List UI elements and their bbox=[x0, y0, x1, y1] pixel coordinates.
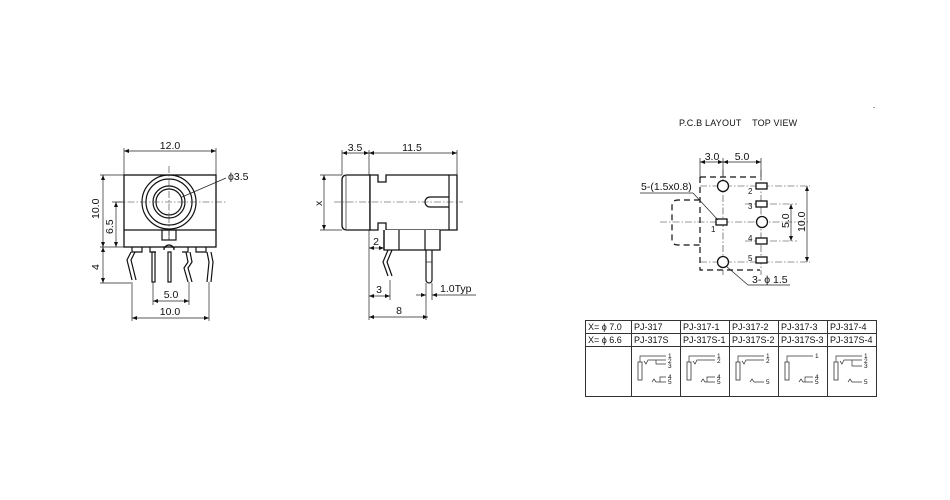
table-row: X= ϕ 6.6 PJ-317S PJ-317S-1 PJ-317S-2 PJ-… bbox=[585, 333, 877, 347]
table-model-cell: PJ-317S-1 bbox=[680, 333, 730, 347]
table-model-cell: PJ-317-4 bbox=[827, 320, 877, 334]
pcb-body-outline bbox=[699, 176, 760, 271]
front-hole-diameter-label: ϕ3.5 bbox=[228, 171, 249, 183]
pcb-layout: P.C.B LAYOUT TOP VIEW 1 2 3 4 5 bbox=[640, 118, 810, 286]
table-key-cell: X= ϕ 7.0 bbox=[585, 320, 632, 334]
pcb-pad-5 bbox=[755, 256, 768, 264]
side-pin-offset-label: 3 bbox=[376, 284, 382, 296]
table-key-cell: X= ϕ 6.6 bbox=[585, 333, 632, 347]
side-body bbox=[369, 174, 458, 231]
table-model-cell: PJ-317-2 bbox=[729, 320, 779, 334]
front-height-label: 10.0 bbox=[90, 198, 102, 219]
svg-text:5: 5 bbox=[668, 379, 672, 386]
svg-text:5: 5 bbox=[717, 379, 721, 386]
pcb-layout-title: P.C.B LAYOUT TOP VIEW bbox=[679, 118, 798, 128]
table-model-cell: PJ-317S-2 bbox=[729, 333, 779, 347]
table-model-cell: PJ-317-3 bbox=[778, 320, 828, 334]
model-table: X= ϕ 7.0 PJ-317 PJ-317-1 PJ-317-2 PJ-317… bbox=[585, 320, 877, 397]
pcb-pad-2 bbox=[755, 182, 768, 190]
table-empty-cell bbox=[585, 346, 632, 397]
table-model-cell: PJ-317S-4 bbox=[827, 333, 877, 347]
svg-text:4: 4 bbox=[815, 374, 819, 381]
pcb-hole bbox=[716, 179, 730, 193]
front-center-height-label: 6.5 bbox=[104, 219, 116, 234]
svg-text:1: 1 bbox=[864, 353, 868, 360]
switch-schematic-icon: 12 45 bbox=[686, 353, 721, 386]
table-row: X= ϕ 7.0 PJ-317 PJ-317-1 PJ-317-2 PJ-317… bbox=[585, 320, 877, 334]
pcb-pad-1 bbox=[715, 218, 728, 226]
front-width-label: 12.0 bbox=[160, 140, 181, 152]
switch-schematic-icon: 12 5 bbox=[735, 353, 770, 386]
front-pin-pitch-inner-label: 5.0 bbox=[164, 289, 179, 301]
side-nose bbox=[341, 174, 371, 231]
switch-schematic-icon: 123 45 bbox=[637, 353, 672, 386]
svg-text:2: 2 bbox=[668, 358, 672, 365]
svg-text:1: 1 bbox=[815, 353, 819, 360]
pcb-nose-outline bbox=[671, 199, 700, 246]
svg-text:5: 5 bbox=[766, 379, 770, 386]
pad-number-4: 4 bbox=[748, 234, 753, 243]
side-front-length-label: 3.5 bbox=[348, 142, 363, 154]
front-view: 12.0 ϕ3.5 10.0 6.5 4 5.0 10.0 bbox=[90, 140, 249, 321]
pcb-dim-left-label: 3.0 bbox=[705, 151, 720, 163]
svg-text:3: 3 bbox=[864, 363, 868, 370]
pad-number-2: 2 bbox=[748, 187, 753, 196]
table-model-cell: PJ-317S bbox=[631, 333, 681, 347]
svg-text:5: 5 bbox=[864, 379, 868, 386]
side-offset-label: 2 bbox=[373, 236, 379, 248]
pcb-hole-label: 3- ϕ 1.5 bbox=[752, 274, 788, 286]
pcb-pad-size-label: 5-(1.5x0.8) bbox=[641, 181, 692, 193]
table-model-cell: PJ-317-1 bbox=[680, 320, 730, 334]
pcb-hole bbox=[755, 215, 769, 229]
svg-text:2: 2 bbox=[717, 358, 721, 365]
pcb-pitch-outer-label: 10.0 bbox=[796, 211, 808, 232]
pad-number-5: 5 bbox=[748, 254, 753, 263]
side-body-length-label: 11.5 bbox=[402, 142, 422, 154]
pcb-pad-3 bbox=[755, 200, 768, 208]
svg-text:1: 1 bbox=[668, 353, 672, 360]
table-model-cell: PJ-317S-3 bbox=[778, 333, 828, 347]
pad-number-3: 3 bbox=[748, 202, 753, 211]
svg-text:2: 2 bbox=[766, 358, 770, 365]
svg-text:5: 5 bbox=[815, 379, 819, 386]
side-diameter-var-label: x bbox=[313, 200, 325, 206]
pcb-hole bbox=[716, 255, 730, 269]
svg-text:1: 1 bbox=[766, 353, 770, 360]
side-pin-span-label: 8 bbox=[396, 305, 402, 317]
side-view: 3.5 11.5 x 2 3 1.0Typ 8 bbox=[313, 142, 476, 320]
front-pin-length-label: 4 bbox=[90, 264, 102, 270]
table-model-cell: PJ-317 bbox=[631, 320, 681, 334]
svg-text:3: 3 bbox=[668, 363, 672, 370]
front-pin-pitch-outer-label: 10.0 bbox=[160, 306, 181, 318]
switch-schematic-icon: 123 5 bbox=[833, 353, 868, 386]
svg-text:1: 1 bbox=[717, 353, 721, 360]
svg-text:4: 4 bbox=[717, 374, 721, 381]
pad-number-1: 1 bbox=[711, 225, 716, 234]
svg-text:4: 4 bbox=[668, 374, 672, 381]
pcb-pad-4 bbox=[755, 237, 768, 245]
pcb-pitch-inner-label: 5.0 bbox=[780, 213, 792, 228]
side-pin-thickness-label: 1.0Typ bbox=[440, 283, 472, 295]
front-body bbox=[123, 174, 217, 248]
pcb-dim-right-label: 5.0 bbox=[735, 151, 750, 163]
switch-schematic-icon: 1 45 bbox=[784, 353, 819, 386]
svg-text:2: 2 bbox=[864, 358, 868, 365]
